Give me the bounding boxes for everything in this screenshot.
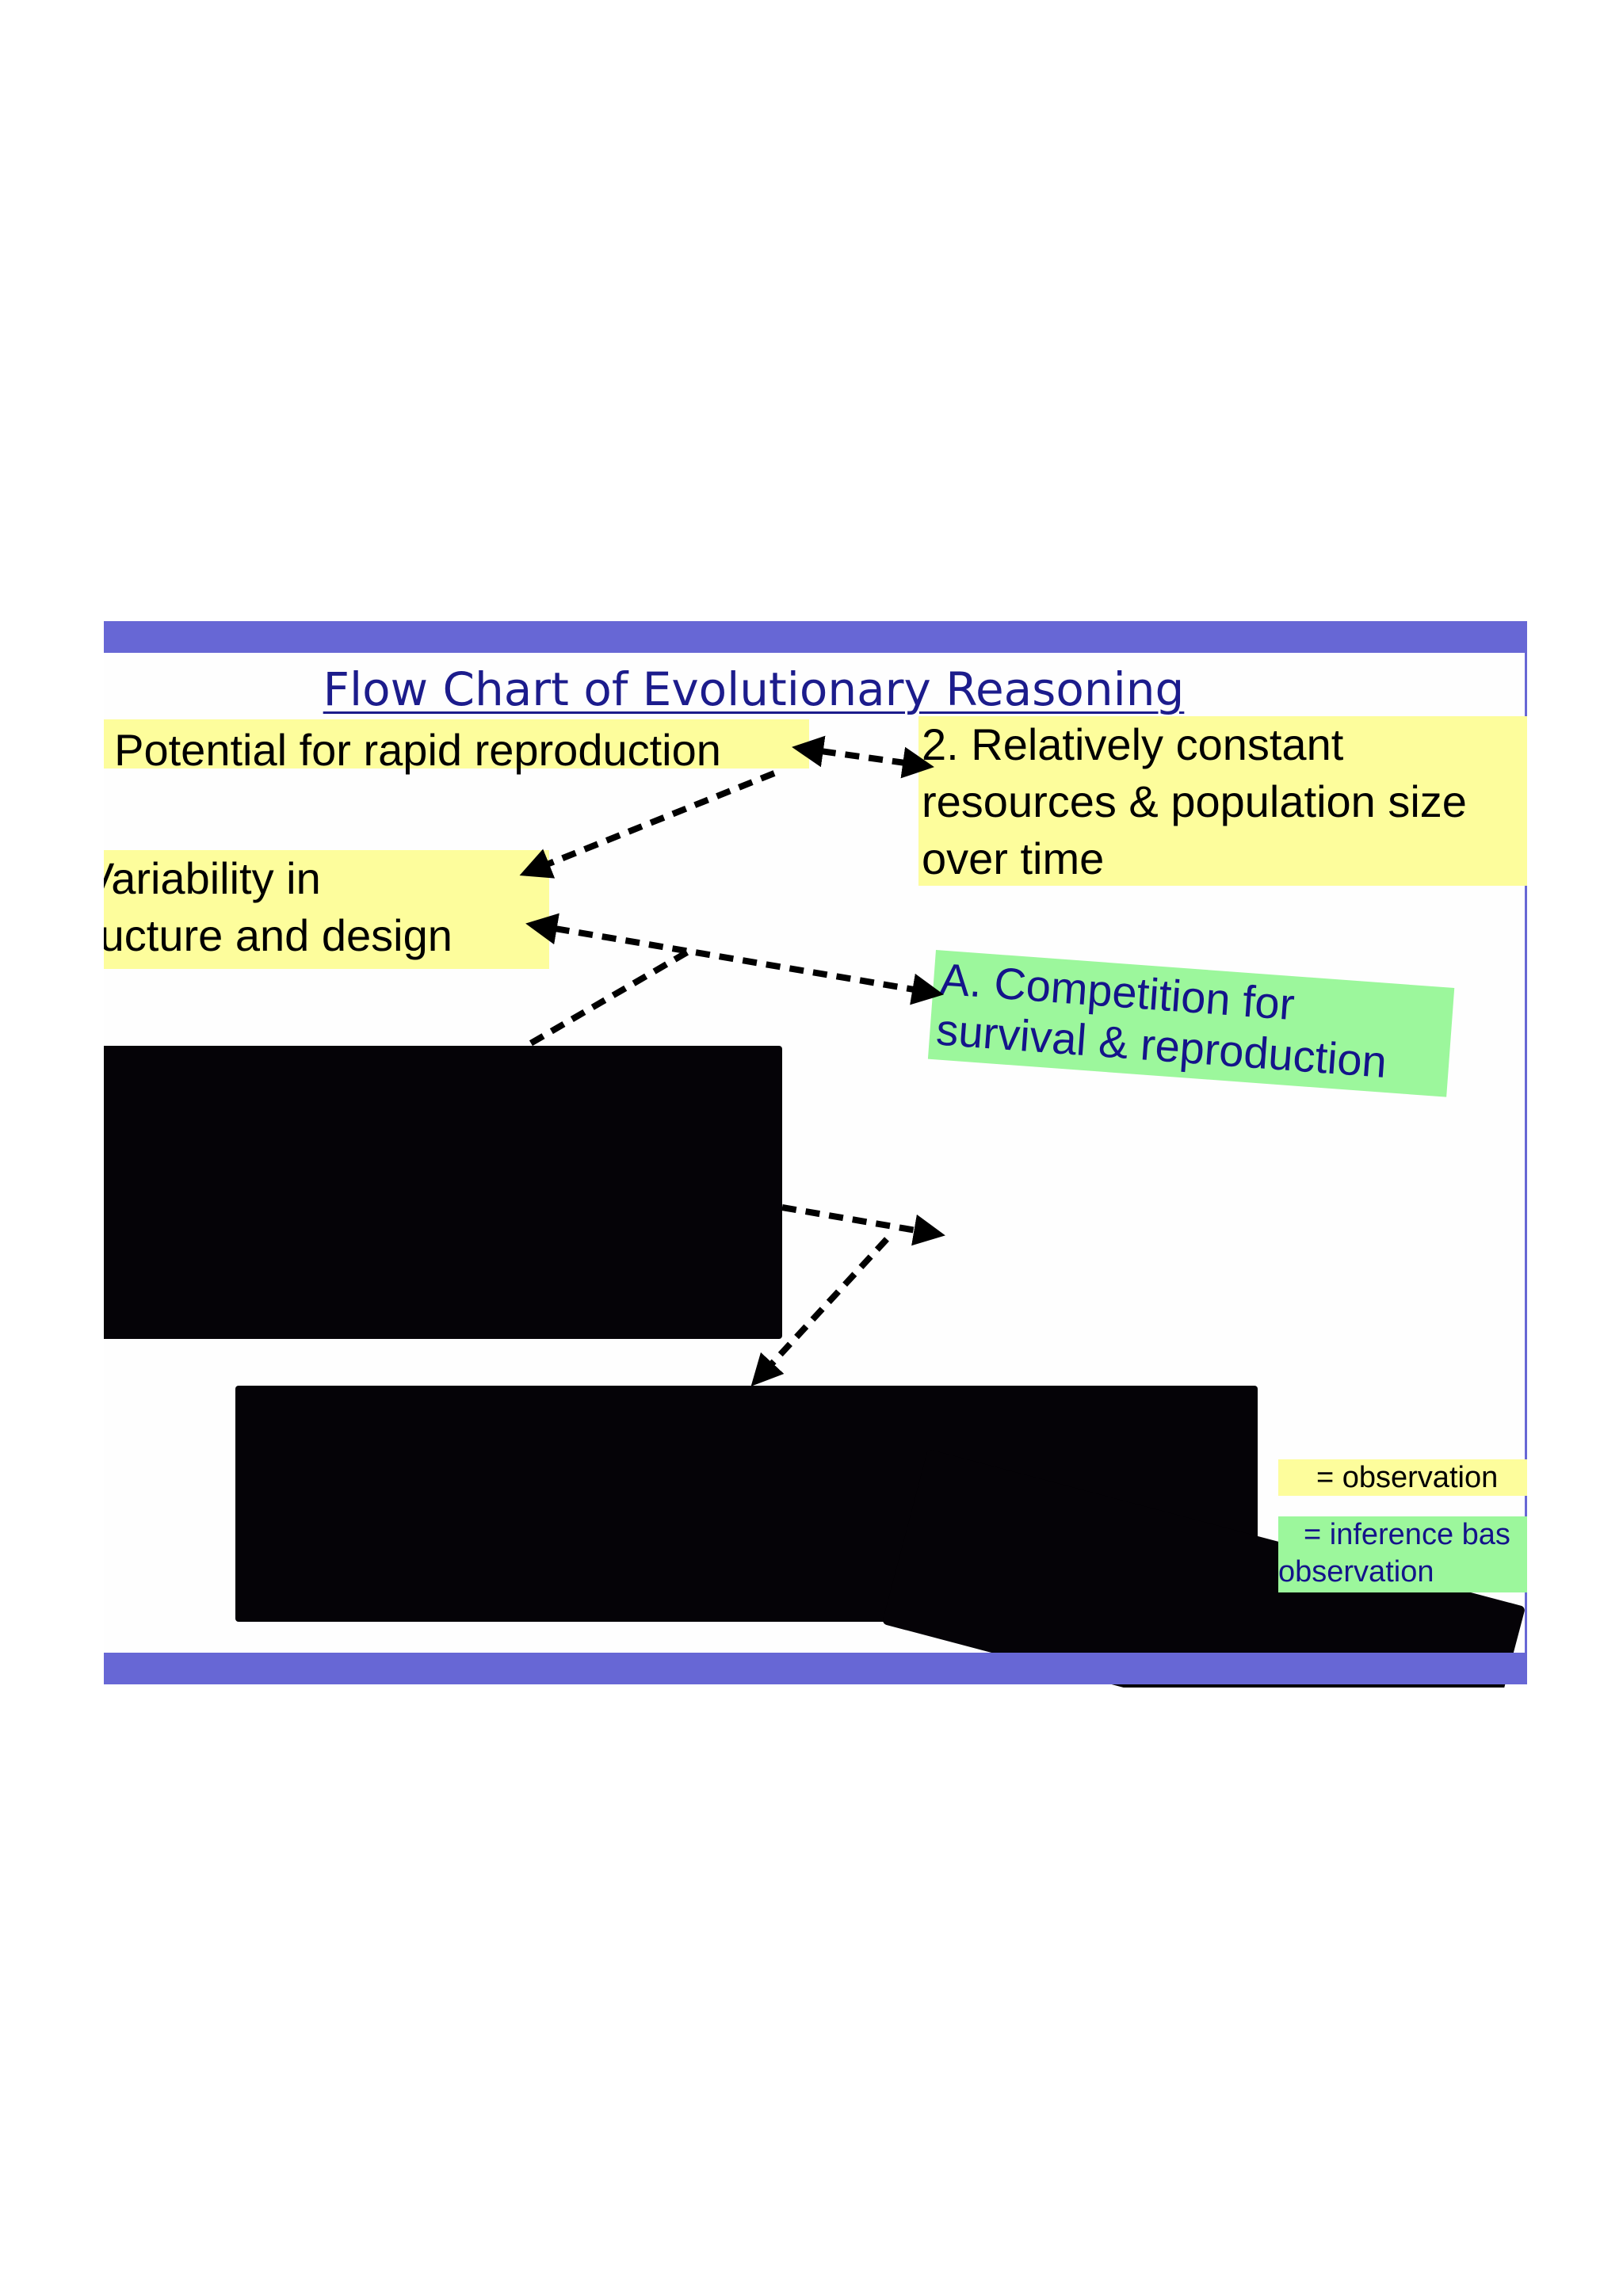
page-title: Flow Chart of Evolutionary Reasoning (323, 662, 1185, 716)
legend-observation-label: = observation (1316, 1461, 1499, 1494)
connector-arrows (519, 735, 945, 1386)
bottom-bar (104, 1653, 1527, 1684)
legend-inference: = inference bas observation (1278, 1516, 1527, 1592)
top-bar (104, 621, 1527, 653)
legend-observation: = observation (1278, 1459, 1527, 1496)
observation-2-line-2: resources & population size (922, 776, 1467, 826)
observation-2-line-3: over time (922, 833, 1105, 883)
arrow-branch-to-box-1 (525, 949, 689, 1048)
observation-1-text: . Potential for rapid reproduction (104, 725, 721, 775)
observation-2-line-1: 2. Relatively constant (922, 719, 1344, 769)
arrow-branch-to-box-2 (750, 1237, 889, 1386)
arrow-3-to-a (525, 913, 944, 1005)
observation-3-box: Variability in ructure and design (104, 850, 549, 969)
observation-2-box: 2. Relatively constant resources & popul… (918, 716, 1527, 886)
redacted-box-1 (104, 1046, 782, 1339)
legend-inference-line-1: = inference bas (1304, 1518, 1510, 1551)
observation-3-line-1: Variability in (104, 853, 321, 903)
arrow-box-1-to-box-3 (781, 1204, 945, 1246)
arrow-1-to-3 (519, 770, 776, 879)
observation-1-box: . Potential for rapid reproduction (104, 719, 809, 775)
slide: Flow Chart of Evolutionary Reasoning . P… (104, 621, 1527, 1688)
observation-3-line-2: ructure and design (104, 910, 453, 960)
legend-inference-line-2: observation (1278, 1555, 1434, 1589)
arrow-1-to-2 (792, 735, 934, 779)
slide-right-edge (1525, 653, 1527, 1653)
